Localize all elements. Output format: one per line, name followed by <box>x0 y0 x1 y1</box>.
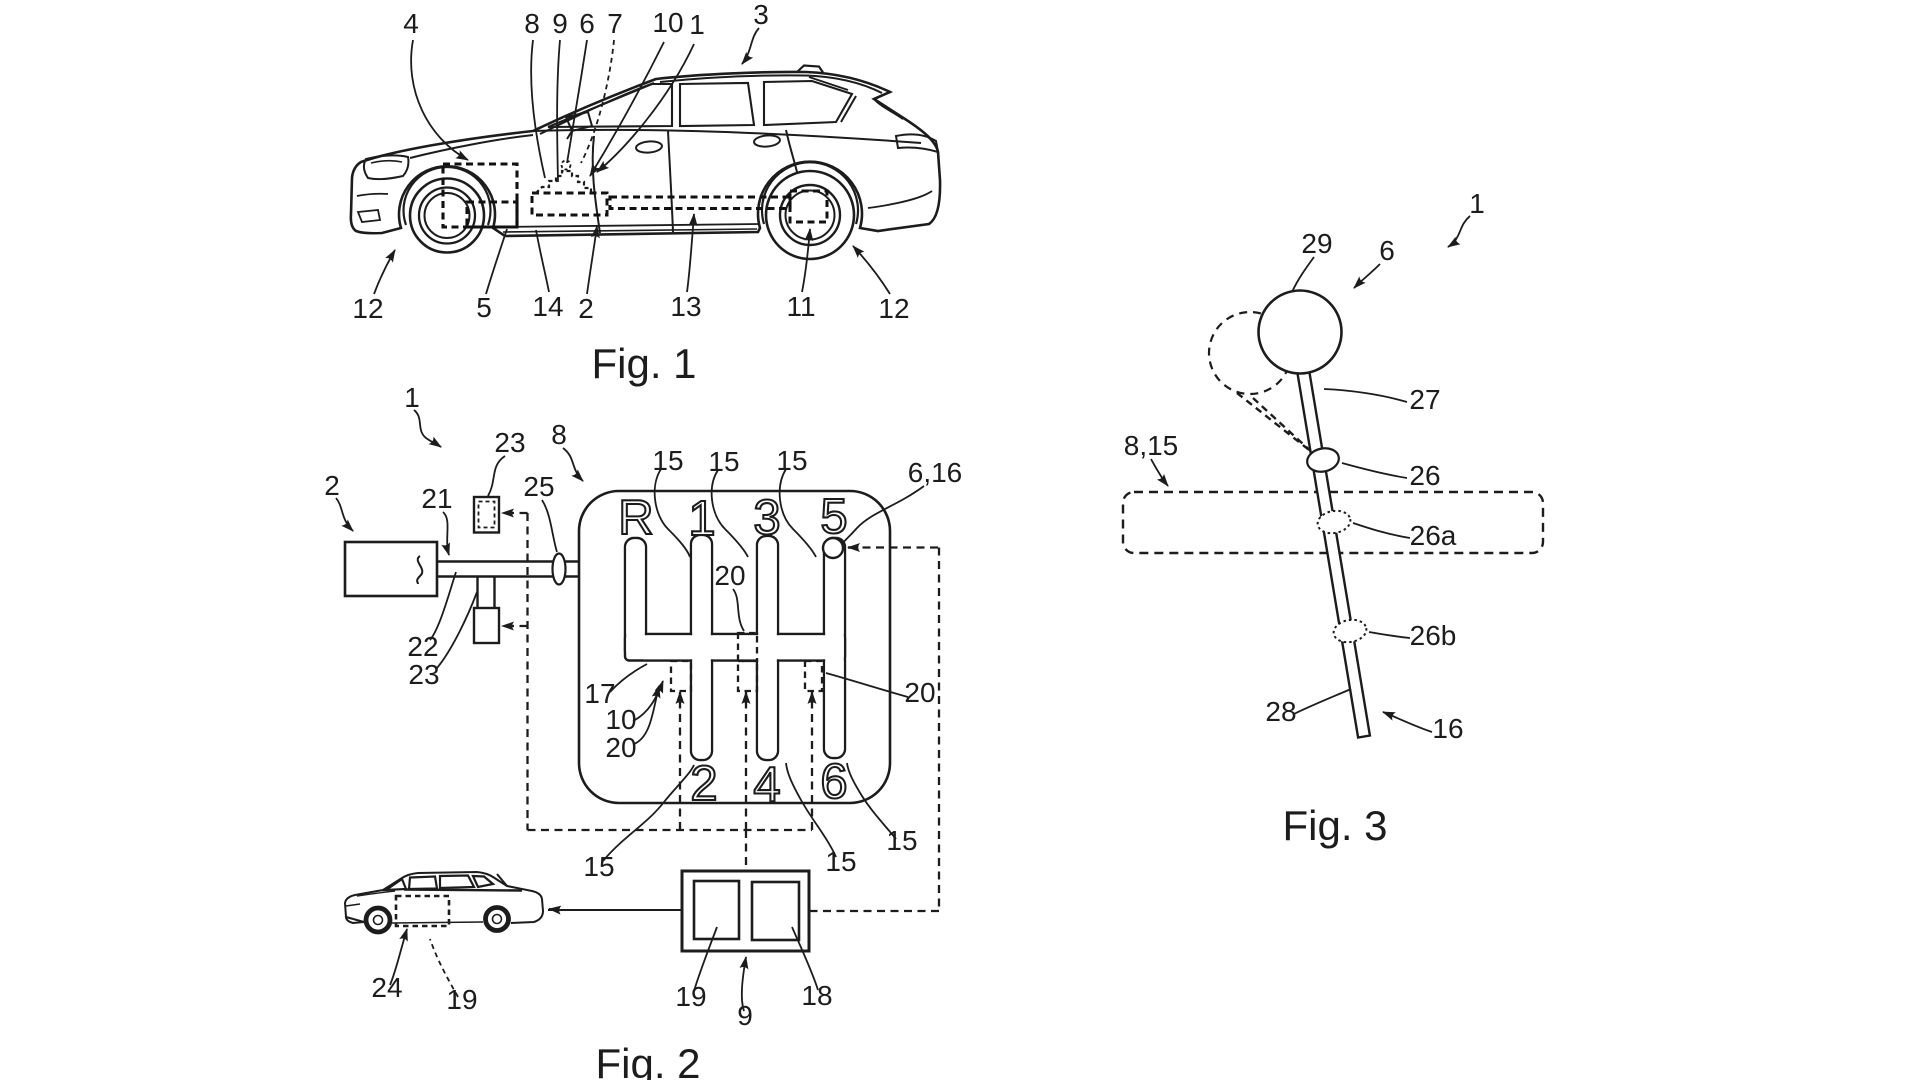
svg-text:8: 8 <box>551 419 567 450</box>
svg-text:7: 7 <box>607 8 623 39</box>
svg-text:2: 2 <box>690 757 717 811</box>
svg-text:27: 27 <box>1409 384 1440 415</box>
svg-text:8: 8 <box>524 8 540 39</box>
svg-text:8,15: 8,15 <box>1124 430 1179 461</box>
svg-text:14: 14 <box>532 291 563 322</box>
svg-text:21: 21 <box>421 483 452 514</box>
svg-text:9: 9 <box>552 8 568 39</box>
svg-text:5: 5 <box>820 490 847 544</box>
svg-text:1: 1 <box>689 9 705 40</box>
svg-text:15: 15 <box>583 851 614 882</box>
svg-text:26a: 26a <box>1410 520 1457 551</box>
svg-text:6: 6 <box>1379 235 1395 266</box>
svg-text:20: 20 <box>605 732 636 763</box>
svg-text:29: 29 <box>1301 228 1332 259</box>
svg-text:23: 23 <box>408 659 439 690</box>
svg-text:1: 1 <box>688 492 715 546</box>
svg-text:10: 10 <box>652 7 683 38</box>
svg-text:1: 1 <box>1469 188 1485 219</box>
svg-text:Fig. 1: Fig. 1 <box>591 340 696 387</box>
svg-text:15: 15 <box>708 446 739 477</box>
svg-text:12: 12 <box>878 293 909 324</box>
svg-text:6: 6 <box>579 8 595 39</box>
svg-text:26: 26 <box>1409 460 1440 491</box>
svg-text:17: 17 <box>584 678 615 709</box>
svg-text:19: 19 <box>446 984 477 1015</box>
svg-text:19: 19 <box>675 981 706 1012</box>
svg-text:20: 20 <box>714 560 745 591</box>
svg-text:2: 2 <box>578 293 594 324</box>
svg-text:5: 5 <box>476 292 492 323</box>
svg-text:20: 20 <box>904 677 935 708</box>
svg-text:10: 10 <box>605 704 636 735</box>
svg-text:2: 2 <box>324 470 340 501</box>
svg-text:15: 15 <box>825 846 856 877</box>
svg-text:Fig. 2: Fig. 2 <box>595 1040 700 1080</box>
svg-text:11: 11 <box>786 291 815 322</box>
svg-text:4: 4 <box>403 8 419 39</box>
svg-text:25: 25 <box>523 471 554 502</box>
svg-text:15: 15 <box>886 825 917 856</box>
svg-text:26b: 26b <box>1410 620 1457 651</box>
svg-text:18: 18 <box>801 980 832 1011</box>
svg-text:23: 23 <box>494 427 525 458</box>
svg-text:12: 12 <box>352 293 383 324</box>
svg-text:16: 16 <box>1432 713 1463 744</box>
svg-text:4: 4 <box>753 758 780 812</box>
svg-text:15: 15 <box>776 445 807 476</box>
svg-text:1: 1 <box>404 382 420 413</box>
svg-text:6,16: 6,16 <box>908 457 963 488</box>
svg-text:15: 15 <box>652 445 683 476</box>
svg-text:13: 13 <box>670 291 701 322</box>
svg-text:6: 6 <box>820 755 847 809</box>
svg-text:24: 24 <box>371 972 402 1003</box>
svg-text:3: 3 <box>753 491 780 545</box>
svg-text:28: 28 <box>1265 696 1296 727</box>
svg-text:9: 9 <box>737 1000 753 1031</box>
svg-text:Fig. 3: Fig. 3 <box>1282 802 1387 849</box>
svg-text:3: 3 <box>753 0 769 30</box>
svg-text:R: R <box>618 491 653 545</box>
